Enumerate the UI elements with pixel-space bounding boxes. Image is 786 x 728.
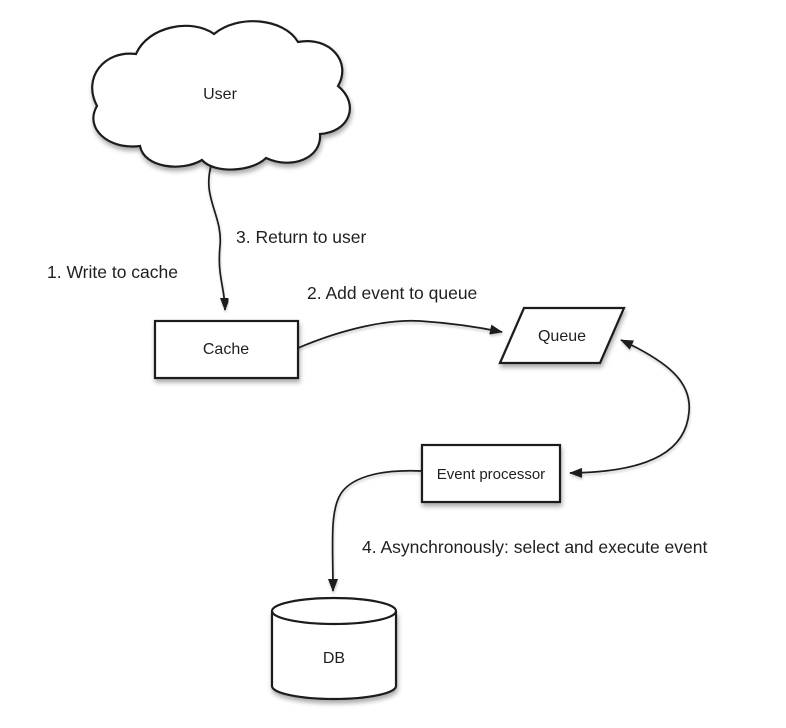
edge-label-add-event-to-queue: 2. Add event to queue bbox=[307, 283, 477, 303]
node-cache: Cache bbox=[153, 319, 300, 380]
edge-user-to-cache bbox=[207, 165, 230, 311]
node-event-processor-label: Event processor bbox=[437, 466, 545, 483]
edge-label-async-execute: 4. Asynchronously: select and execute ev… bbox=[362, 537, 707, 557]
node-db-label: DB bbox=[323, 650, 345, 667]
queue-parallelogram bbox=[498, 306, 626, 365]
db-cylinder-body bbox=[270, 611, 398, 701]
edge-label-return-to-user: 3. Return to user bbox=[236, 227, 367, 247]
edge-label-write-to-cache: 1. Write to cache bbox=[47, 262, 178, 282]
edge-event-processor-to-db bbox=[327, 469, 423, 592]
node-cache-label: Cache bbox=[203, 341, 249, 358]
node-queue: Queue bbox=[498, 306, 626, 365]
node-user-label: User bbox=[203, 86, 237, 103]
cloud-shape bbox=[91, 20, 351, 171]
node-queue-label: Queue bbox=[538, 328, 586, 345]
node-db: DB bbox=[270, 596, 398, 701]
db-cylinder-top bbox=[270, 596, 398, 626]
edge-queue-event-processor bbox=[569, 339, 691, 478]
node-event-processor: Event processor bbox=[420, 443, 562, 504]
node-user: User bbox=[91, 20, 351, 171]
event-processor-box bbox=[420, 443, 562, 504]
cache-box bbox=[153, 319, 300, 380]
edge-cache-to-queue bbox=[297, 319, 503, 349]
